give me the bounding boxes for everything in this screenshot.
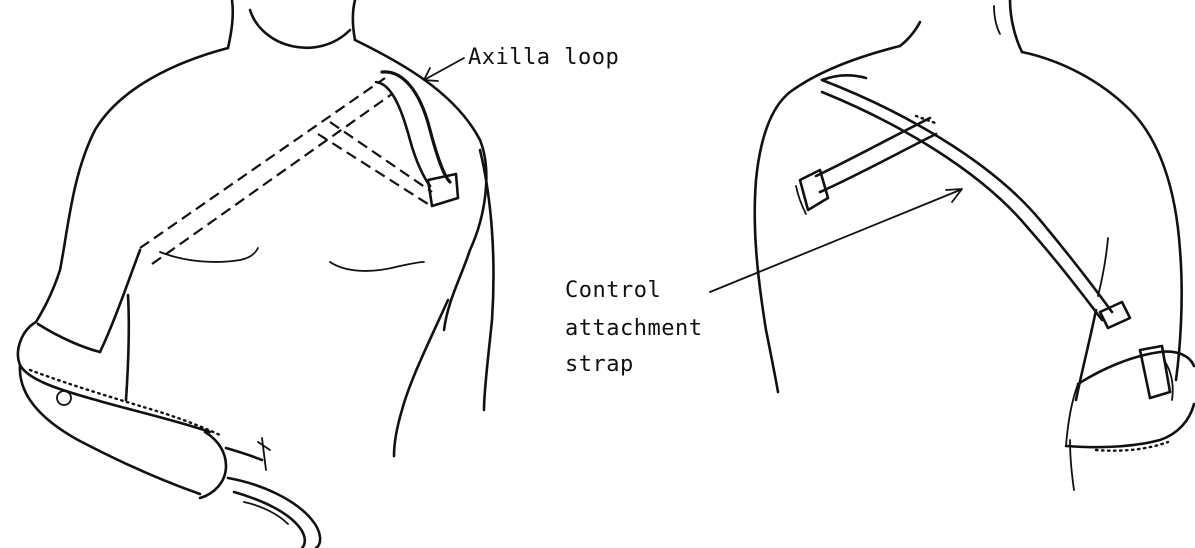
back-right-shoulder bbox=[1022, 52, 1182, 380]
cross-strap-lower bbox=[820, 134, 936, 192]
front-pectoral-right bbox=[330, 262, 424, 271]
prosthesis-cuff-rim bbox=[38, 324, 100, 352]
back-left-shoulder bbox=[755, 46, 900, 392]
control-strap-label-line-3: strap bbox=[565, 354, 634, 376]
back-neck-left bbox=[900, 22, 920, 46]
front-left-shoulder bbox=[36, 48, 228, 322]
front-torso-right bbox=[394, 300, 448, 456]
front-neck-right bbox=[353, 0, 355, 40]
control-strap-label-line-1: Control bbox=[565, 280, 661, 302]
back-lower-right bbox=[1076, 310, 1096, 400]
back-right-buckle bbox=[1100, 302, 1130, 328]
front-inner-arm bbox=[100, 250, 140, 352]
harness-dashed-strap-1 bbox=[140, 78, 385, 248]
back-neck-short bbox=[994, 6, 1000, 34]
hook-terminal-inner bbox=[234, 492, 305, 548]
control-arrow-line bbox=[710, 190, 960, 292]
axilla-loop-buckle bbox=[428, 174, 458, 206]
back-socket-body bbox=[1066, 404, 1194, 447]
front-pectoral-left bbox=[160, 248, 258, 262]
front-torso-left bbox=[126, 295, 129, 400]
front-neck-left bbox=[228, 0, 233, 48]
axilla-loop-strap-inner bbox=[376, 82, 430, 186]
control-strap-label-line-2: attachment bbox=[565, 318, 702, 340]
prosthesis-elbow-rivet bbox=[57, 391, 71, 405]
control-strap-top-end bbox=[822, 75, 866, 80]
prosthesis-wrist-ring bbox=[226, 448, 262, 460]
back-neck-right bbox=[1010, 0, 1022, 52]
harness-dashed-strap-2 bbox=[152, 94, 392, 264]
back-right-inner-arm bbox=[1098, 238, 1108, 296]
harness-dashed-strap-3 bbox=[330, 122, 432, 192]
control-strap-lower bbox=[822, 92, 1102, 320]
front-view-figure bbox=[18, 0, 494, 548]
prosthesis-cable-post bbox=[258, 438, 270, 470]
prosthesis-wrist-unit bbox=[200, 432, 226, 498]
back-view-figure bbox=[710, 0, 1194, 490]
front-right-arm-outer bbox=[480, 150, 494, 410]
front-collar bbox=[250, 10, 350, 48]
axilla-loop-label: Axilla loop bbox=[468, 47, 619, 69]
